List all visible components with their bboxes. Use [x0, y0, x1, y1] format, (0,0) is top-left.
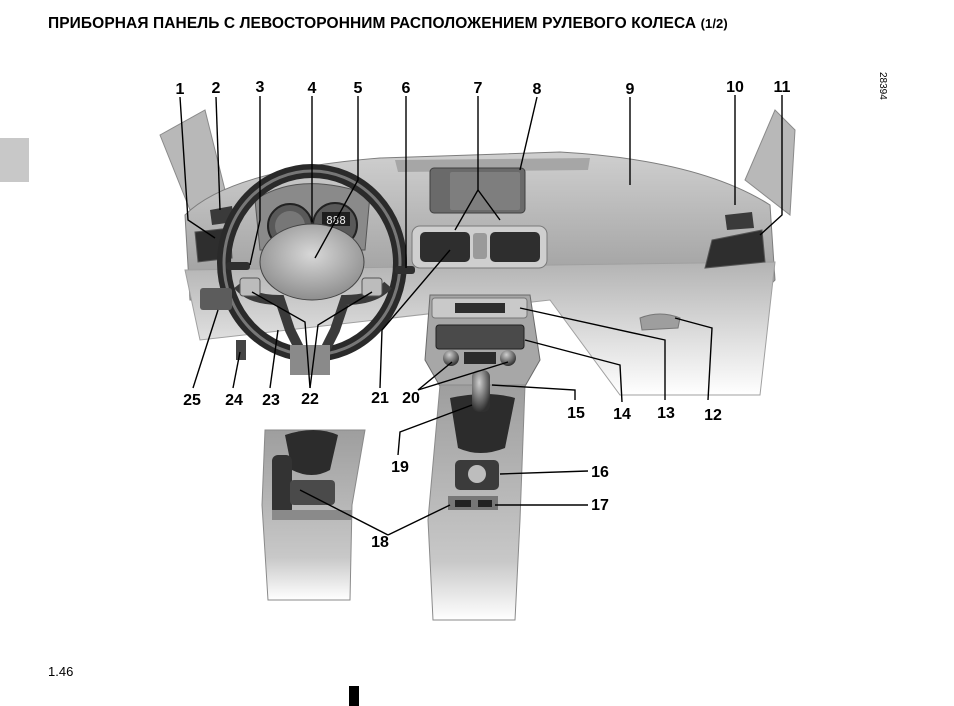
callout-17: 17 — [591, 497, 609, 514]
callout-8: 8 — [533, 81, 542, 98]
callout-3: 3 — [256, 79, 265, 96]
steering-column — [290, 345, 330, 375]
callout-10: 10 — [726, 79, 744, 96]
callout-5: 5 — [354, 80, 363, 97]
leader-lines — [179, 95, 783, 536]
bonnet-release — [236, 340, 246, 360]
callout-20: 20 — [402, 390, 420, 407]
page-title-main: ПРИБОРНАЯ ПАНЕЛЬ С ЛЕВОСТОРОННИМ РАСПОЛО… — [48, 15, 697, 32]
callout-22: 22 — [301, 391, 319, 408]
callout-12: 12 — [704, 407, 722, 424]
callout-16: 16 — [591, 464, 609, 481]
steering-wheel — [217, 164, 407, 362]
callout-6: 6 — [402, 80, 411, 97]
center-air-vents — [411, 225, 548, 269]
callout-9: 9 — [626, 81, 635, 98]
callout-21: 21 — [371, 390, 389, 407]
multimedia-controller — [455, 460, 499, 490]
glove-box — [639, 313, 681, 331]
callout-7: 7 — [474, 80, 483, 97]
callout-15: 15 — [567, 405, 585, 422]
callout-19: 19 — [391, 459, 409, 476]
crop-mark — [349, 686, 359, 706]
callout-23: 23 — [262, 392, 280, 409]
callout-4: 4 — [308, 80, 317, 97]
center-tunnel — [427, 370, 526, 621]
callout-2: 2 — [212, 80, 221, 97]
left-switch-panel — [200, 288, 232, 310]
usb-jack-sockets — [448, 496, 498, 510]
callout-11: 11 — [774, 79, 791, 96]
callout-14: 14 — [613, 406, 631, 423]
inset-alternative-console — [261, 429, 366, 601]
right-air-vent — [704, 229, 766, 269]
right-demister-vent — [725, 212, 754, 230]
callout-18: 18 — [371, 534, 389, 551]
callout-1: 1 — [176, 81, 185, 98]
lighting-stalk — [226, 262, 250, 270]
center-console — [424, 294, 541, 396]
page-title: ПРИБОРНАЯ ПАНЕЛЬ С ЛЕВОСТОРОННИМ РАСПОЛО… — [48, 15, 728, 33]
wiper-stalk — [395, 266, 415, 274]
callout-labels: 1 2 3 4 5 6 7 8 9 10 11 12 13 14 15 16 1… — [176, 79, 791, 551]
callout-25: 25 — [183, 392, 201, 409]
page-number: 1.46 — [48, 664, 74, 679]
section-tab-marker — [0, 138, 29, 182]
page-title-part: (1/2) — [700, 16, 728, 31]
callout-13: 13 — [657, 405, 675, 422]
callout-24: 24 — [225, 392, 243, 409]
climate-controls — [443, 350, 516, 366]
